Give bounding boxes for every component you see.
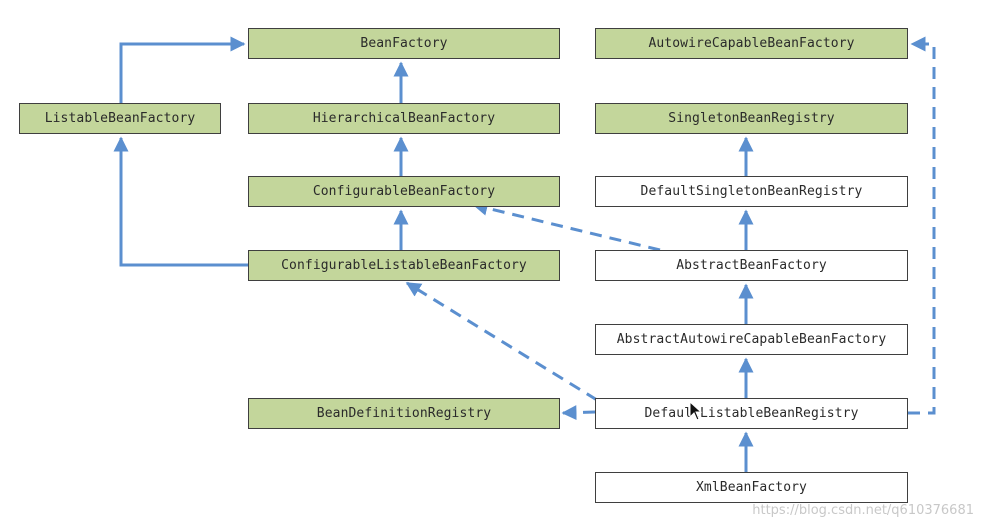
node-xml-bean-factory: XmlBeanFactory [595,472,908,503]
edge-listable-to-beanfactory [119,36,246,103]
node-configurable-listable-bean-factory: ConfigurableListableBeanFactory [248,250,560,281]
node-autowire-capable-bean-factory: AutowireCapableBeanFactory [595,28,908,59]
edge-defaultlistable-impl-conflistable [405,281,598,402]
node-configurable-bean-factory: ConfigurableBeanFactory [248,176,560,207]
node-listable-bean-factory: ListableBeanFactory [19,103,221,134]
edge-defaultlistable-impl-autowire [908,36,936,415]
node-abstract-bean-factory: AbstractBeanFactory [595,250,908,281]
edge-defaultlistable-impl-beandefreg [561,405,596,421]
edge-conflistable-to-listable [113,136,248,267]
watermark: https://blog.csdn.net/q610376681 [752,503,974,518]
node-bean-definition-registry: BeanDefinitionRegistry [248,398,560,429]
mouse-cursor-icon [689,401,703,421]
edge-abstractbf-impl-configurable [472,200,661,252]
node-default-listable-bean-registry: DefaultListableBeanRegistry [595,398,908,429]
node-default-singleton-bean-registry: DefaultSingletonBeanRegistry [595,176,908,207]
node-singleton-bean-registry: SingletonBeanRegistry [595,103,908,134]
node-hierarchical-bean-factory: HierarchicalBeanFactory [248,103,560,134]
node-bean-factory: BeanFactory [248,28,560,59]
node-abstract-autowire-capable-bean-factory: AbstractAutowireCapableBeanFactory [595,324,908,355]
